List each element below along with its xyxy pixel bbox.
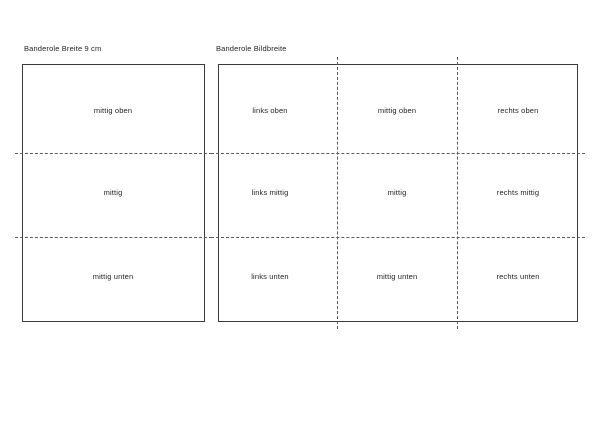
cell-label-right-mittig: mittig: [387, 188, 407, 197]
cell-label-right-mittig-oben: mittig oben: [377, 106, 417, 115]
cell-label-right-rechts-mittig: rechts mittig: [496, 188, 540, 197]
divider-left-row-2: [15, 237, 212, 238]
cell-label-right-links-mittig: links mittig: [251, 188, 289, 197]
panel-heading-banderole-bildbreite: Banderole Bildbreite: [216, 44, 287, 53]
divider-left-row-1: [15, 153, 212, 154]
cell-label-right-links-oben: links oben: [252, 106, 288, 115]
panel-heading-banderole-breite: Banderole Breite 9 cm: [24, 44, 102, 53]
cell-label-left-mittig-unten: mittig unten: [92, 272, 134, 281]
cell-label-right-rechts-unten: rechts unten: [496, 272, 540, 281]
divider-right-column-2: [457, 57, 458, 329]
divider-right-row-1: [211, 153, 585, 154]
cell-label-right-mittig-unten: mittig unten: [376, 272, 418, 281]
panel-box-banderole-bildbreite: [218, 64, 578, 322]
cell-label-left-mittig-oben: mittig oben: [93, 106, 133, 115]
cell-label-left-mittig: mittig: [103, 188, 123, 197]
divider-right-column-1: [337, 57, 338, 329]
cell-label-right-rechts-oben: rechts oben: [497, 106, 539, 115]
divider-right-row-2: [211, 237, 585, 238]
panel-box-banderole-breite: [22, 64, 205, 322]
cell-label-right-links-unten: links unten: [251, 272, 289, 281]
